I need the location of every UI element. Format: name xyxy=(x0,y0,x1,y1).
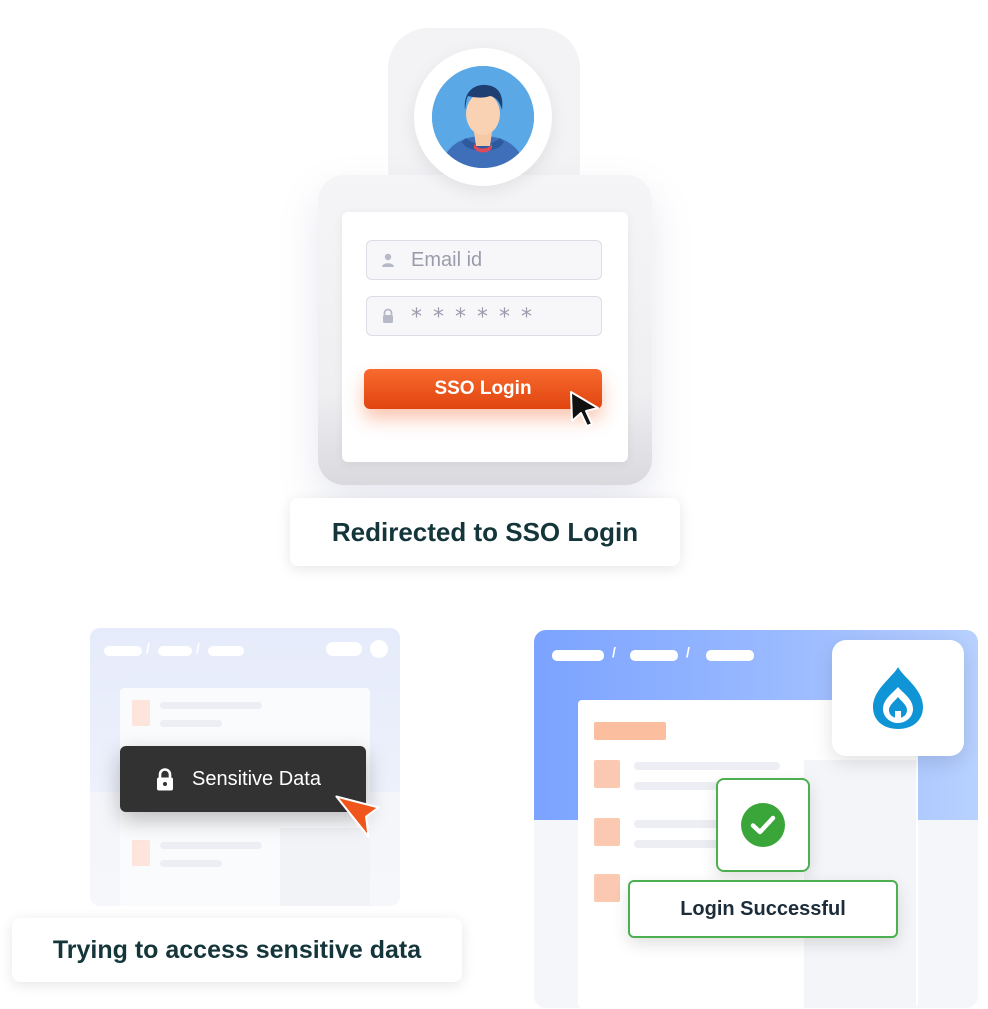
login-success-label: Login Successful xyxy=(628,880,898,938)
drupal-logo-card xyxy=(832,640,964,756)
password-field[interactable]: * * * * * * xyxy=(366,296,602,336)
list-thumb xyxy=(132,700,150,726)
password-mask-glyphs: * * * * * * xyxy=(411,305,538,330)
header-pill xyxy=(326,642,362,656)
text-line xyxy=(160,842,262,849)
text-line xyxy=(160,702,262,709)
breadcrumb-separator: / xyxy=(686,644,690,660)
sso-redirect-caption: Redirected to SSO Login xyxy=(290,498,680,566)
email-field[interactable]: Email id xyxy=(366,240,602,280)
success-check-card xyxy=(716,778,810,872)
text-line xyxy=(634,782,730,790)
svg-text:*: * xyxy=(499,307,516,323)
list-thumb xyxy=(132,840,150,866)
side-block xyxy=(280,828,370,906)
list-thumb xyxy=(594,818,620,846)
breadcrumb-separator: / xyxy=(196,640,200,656)
text-line xyxy=(634,762,780,770)
sso-login-button[interactable]: SSO Login xyxy=(364,369,602,409)
breadcrumb-segment xyxy=(552,650,604,661)
svg-text:*: * xyxy=(521,307,538,323)
user-avatar-illustration xyxy=(432,66,534,168)
lock-icon xyxy=(152,766,178,792)
sensitive-data-chip[interactable]: Sensitive Data xyxy=(120,746,366,812)
breadcrumb-separator: / xyxy=(612,644,616,660)
text-line xyxy=(634,840,730,848)
password-mask: * * * * * * xyxy=(411,303,541,330)
content-heading-block xyxy=(594,722,666,740)
header-dot xyxy=(370,640,388,658)
sensitive-access-caption: Trying to access sensitive data xyxy=(12,918,462,982)
sensitive-data-label: Sensitive Data xyxy=(192,767,321,790)
lock-icon xyxy=(379,307,397,325)
user-icon xyxy=(379,251,397,269)
text-line xyxy=(634,820,780,828)
svg-text:*: * xyxy=(455,307,472,323)
cursor-icon xyxy=(568,390,602,428)
check-circle-icon xyxy=(741,803,785,847)
breadcrumb-segment xyxy=(630,650,678,661)
login-form: Email id * * * * * * SSO Login xyxy=(342,212,628,462)
text-line xyxy=(160,720,222,727)
list-thumb xyxy=(594,760,620,788)
svg-text:*: * xyxy=(433,307,450,323)
cursor-icon xyxy=(332,794,382,840)
breadcrumb-separator: / xyxy=(146,640,150,656)
list-thumb xyxy=(594,874,620,902)
email-placeholder: Email id xyxy=(411,248,483,271)
breadcrumb-segment xyxy=(158,646,192,656)
text-line xyxy=(160,860,222,867)
svg-text:*: * xyxy=(411,307,428,323)
drupal-logo xyxy=(873,667,923,729)
breadcrumb-segment xyxy=(208,646,244,656)
breadcrumb-segment xyxy=(706,650,754,661)
breadcrumb-segment xyxy=(104,646,142,656)
svg-text:*: * xyxy=(477,307,494,323)
user-avatar xyxy=(432,66,534,168)
